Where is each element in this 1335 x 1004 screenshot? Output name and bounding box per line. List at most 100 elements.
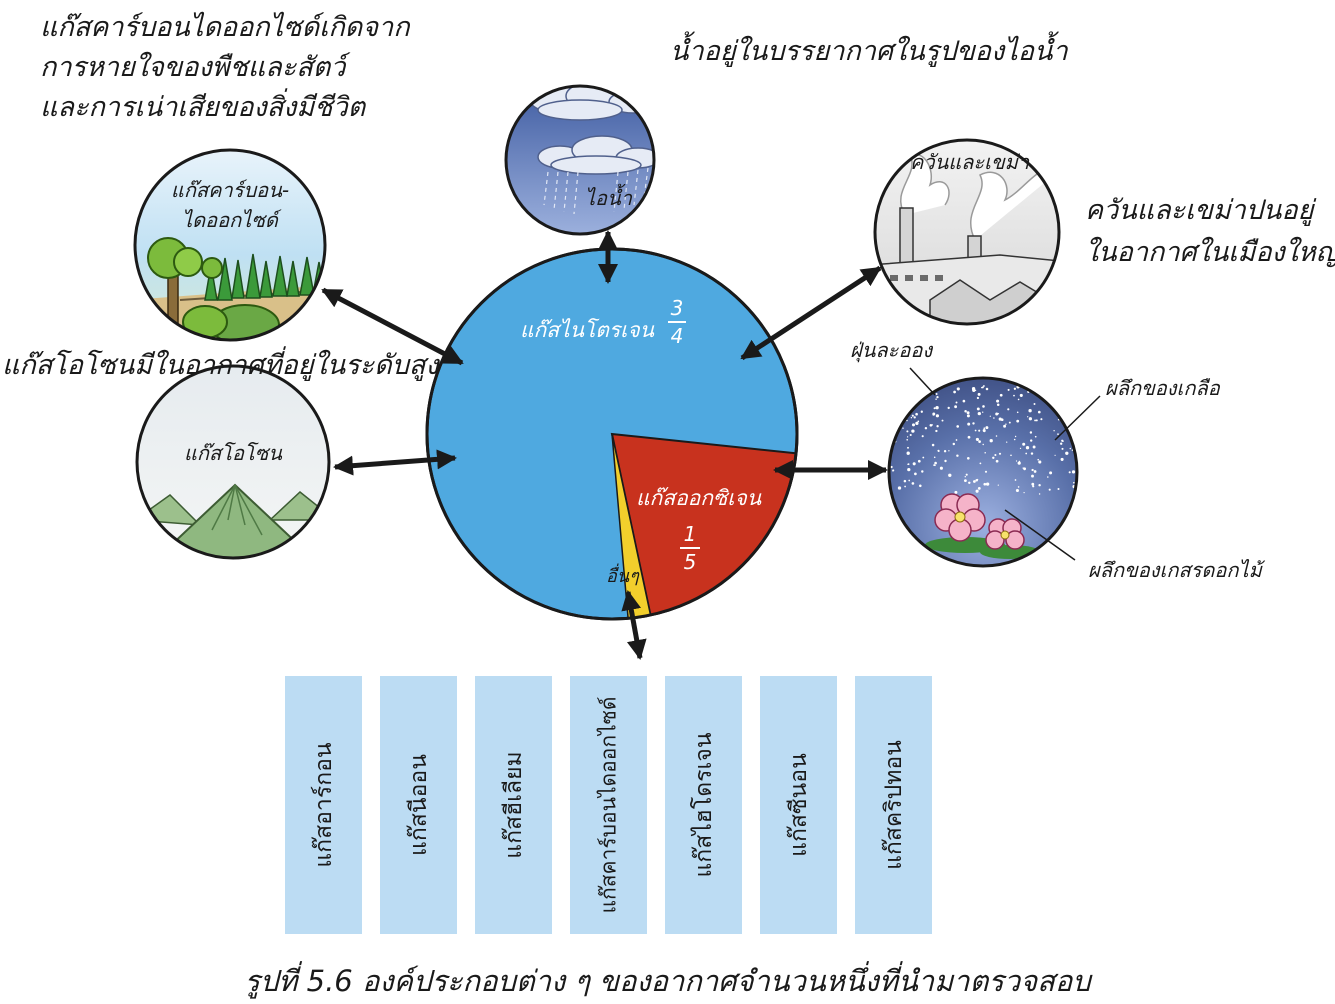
dust-particle <box>998 417 1002 421</box>
water-vapour-circle-label: ไอน้ำ <box>585 186 632 210</box>
dust-particle <box>1069 379 1072 382</box>
dust-particle <box>904 381 907 384</box>
dust-particle <box>1073 481 1075 484</box>
pie-chart <box>425 247 799 621</box>
dust-particle <box>902 427 904 429</box>
dust-particle <box>1015 488 1019 493</box>
dust-particle <box>975 437 979 441</box>
dust-particle <box>952 442 956 446</box>
dust-particle <box>893 416 896 419</box>
dust-particle <box>1016 419 1020 423</box>
dust-particle <box>996 399 1000 403</box>
nitrogen-fraction-numerator: 3 <box>670 296 684 320</box>
dust-particle <box>903 479 907 483</box>
dust-particle <box>1007 388 1010 391</box>
dust-particle <box>977 392 981 396</box>
dust-particle <box>906 436 909 438</box>
dust-particle <box>1073 387 1077 392</box>
dust-particle <box>997 484 999 486</box>
dust-particle <box>1007 408 1010 411</box>
dust-particle <box>996 403 1000 407</box>
dust-particle <box>1076 451 1077 455</box>
dust-particle <box>968 481 971 485</box>
dust-particle <box>989 439 993 443</box>
dust-particle <box>977 411 981 416</box>
dust-particle <box>920 410 923 413</box>
smoke-note-line-2: ในอากาศในเมืองใหญ่ <box>1085 237 1335 268</box>
oxygen-fraction-numerator: 1 <box>683 522 697 546</box>
dust-particle <box>994 453 997 457</box>
dust-particle <box>921 470 924 473</box>
co2-circle-label-line-1: แก๊สคาร์บอน- <box>170 178 290 202</box>
co2-note-line-3: และการเน่าเสียของสิ่งมีชีวิต <box>40 92 366 123</box>
dust-particle <box>1008 421 1011 424</box>
gas-box-helium: แก๊สฮีเลียม <box>475 676 552 934</box>
dust-particle <box>1057 433 1059 435</box>
water-vapour-illustration <box>504 84 656 236</box>
dust-particle <box>982 443 984 446</box>
dust-particle <box>1025 446 1030 450</box>
dust-particle <box>967 422 971 426</box>
dust-particle <box>1022 442 1026 446</box>
dust-particle <box>982 405 985 408</box>
dust-particle <box>1005 423 1007 425</box>
gas-box-neon: แก๊สนีออน <box>380 676 457 934</box>
dust-particle <box>1061 447 1064 450</box>
dust-particle <box>1049 471 1053 475</box>
dust-particle <box>915 398 917 400</box>
arrow-co2 <box>321 287 464 366</box>
dust-particle <box>1013 394 1015 397</box>
dust-particle <box>978 429 981 432</box>
dust-particle <box>977 486 981 490</box>
dust-particle <box>1068 413 1072 417</box>
dust-particle <box>1074 399 1076 402</box>
dust-particle <box>1065 451 1069 455</box>
dust-particle <box>1031 468 1034 472</box>
gas-box-xenon: แก๊สซีนอน <box>760 676 837 934</box>
dust-particle <box>931 424 934 426</box>
arrow-smoke <box>740 265 882 361</box>
dust-particle <box>956 454 959 457</box>
dust-particle <box>1062 392 1066 395</box>
dust-particle <box>1013 438 1016 441</box>
gas-box-carbon-dioxide: แก๊สคาร์บอนไดออกไซด์ <box>570 676 647 934</box>
dust-particle <box>907 467 911 472</box>
dust-particle <box>890 465 893 469</box>
arrow-ozone <box>333 449 457 476</box>
dust-particle <box>1035 419 1038 422</box>
dust-particle <box>995 435 998 437</box>
dust-particle <box>933 407 936 410</box>
dust-particle <box>1019 393 1023 397</box>
dust-particle <box>954 405 958 409</box>
dust-particle <box>1028 409 1032 413</box>
dust-particle <box>948 450 950 452</box>
dust-particle <box>995 459 999 463</box>
dust-particle <box>1053 430 1055 432</box>
dust-particle <box>1069 447 1072 450</box>
dust-particle <box>1059 391 1063 394</box>
dust-particle <box>1029 431 1033 434</box>
water-vapour-note: น้ำอยู่ในบรรยากาศในรูปของไอน้ำ <box>670 36 1068 67</box>
dust-particle <box>1060 457 1064 461</box>
dust-particle <box>982 385 985 387</box>
co2-note-line-2: การหายใจของพืชและสัตว์ <box>40 52 346 83</box>
dust-particle <box>1032 485 1035 488</box>
dust-particle <box>938 450 940 452</box>
dust-particle <box>1027 416 1029 418</box>
dust-particle <box>955 439 958 441</box>
gas-label-xenon: แก๊สซีนอน <box>785 753 812 857</box>
dust-particle <box>909 433 912 437</box>
dust-particle <box>1040 418 1043 421</box>
dust-particle <box>1013 387 1017 390</box>
dust-particle <box>974 429 977 432</box>
dust-particle <box>912 392 915 395</box>
dust-particle <box>971 387 976 391</box>
dust-particle <box>1028 417 1033 421</box>
dust-particle <box>1016 411 1019 414</box>
oxygen-label: แก๊สออกซิเจน <box>636 486 762 510</box>
dust-particle <box>966 411 970 415</box>
oxygen-fraction-denominator: 5 <box>683 550 697 574</box>
oxygen-fraction: 1 5 <box>680 524 700 572</box>
dust-particle <box>933 464 936 467</box>
